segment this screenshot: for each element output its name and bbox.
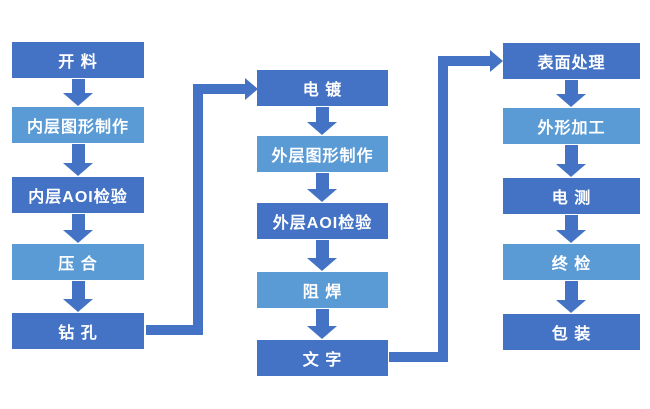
arrow-shaft xyxy=(315,173,329,189)
arrow-head xyxy=(63,299,93,312)
arrow-head xyxy=(556,230,586,243)
arrow-head xyxy=(307,326,337,339)
arrow-head xyxy=(63,93,93,106)
arrow-head xyxy=(63,230,93,243)
arrow-shaft xyxy=(71,214,85,230)
arrow-shaft xyxy=(71,144,85,163)
arrow-down-icon xyxy=(63,144,93,176)
step-outer-aoi: 外层AOI检验 xyxy=(257,203,388,239)
step-cutting: 开 料 xyxy=(12,42,144,78)
arrow-down-icon xyxy=(63,281,93,312)
arrow-down-icon xyxy=(63,79,93,106)
arrow-shaft xyxy=(564,145,578,164)
arrow-down-icon xyxy=(63,214,93,243)
arrow-shaft xyxy=(315,309,329,326)
arrow-down-icon xyxy=(307,107,337,135)
arrow-down-icon xyxy=(556,145,586,177)
arrow-down-icon xyxy=(556,215,586,243)
arrow-down-icon xyxy=(307,173,337,202)
arrow-down-icon xyxy=(307,240,337,271)
step-legend-printing: 文 字 xyxy=(257,340,388,376)
arrow-head xyxy=(556,300,586,313)
step-outer-layer-imaging: 外层图形制作 xyxy=(257,136,388,172)
step-solder-mask: 阻 焊 xyxy=(257,272,388,308)
step-plating: 电 镀 xyxy=(257,70,388,106)
arrow-down-icon xyxy=(556,80,586,107)
elbow-connector-legend-to-surface-finish xyxy=(389,50,503,362)
arrow-down-icon xyxy=(307,309,337,339)
step-surface-finish: 表面处理 xyxy=(503,43,640,79)
step-inner-aoi: 内层AOI检验 xyxy=(12,177,144,213)
arrow-head xyxy=(490,50,503,72)
arrow-down-icon xyxy=(556,281,586,313)
step-lamination: 压 合 xyxy=(12,244,144,280)
arrow-shaft xyxy=(71,281,85,299)
step-inner-layer-imaging: 内层图形制作 xyxy=(12,107,144,143)
arrow-head xyxy=(556,94,586,107)
step-electrical-test: 电 测 xyxy=(503,178,640,214)
arrow-shaft xyxy=(564,215,578,230)
elbow-connector-drilling-to-plating xyxy=(146,78,258,335)
step-packaging: 包 装 xyxy=(503,314,640,350)
arrow-head xyxy=(63,163,93,176)
step-profiling: 外形加工 xyxy=(503,108,640,144)
arrow-shaft xyxy=(564,80,578,94)
arrow-head xyxy=(307,189,337,202)
step-final-inspection: 终 检 xyxy=(503,244,640,280)
arrow-head xyxy=(307,122,337,135)
arrow-shaft xyxy=(564,281,578,300)
arrow-shaft xyxy=(315,240,329,258)
arrow-head xyxy=(307,258,337,271)
arrow-shaft xyxy=(315,107,329,122)
arrow-head xyxy=(556,164,586,177)
arrow-shaft xyxy=(71,79,85,93)
step-drilling: 钻 孔 xyxy=(12,313,144,349)
